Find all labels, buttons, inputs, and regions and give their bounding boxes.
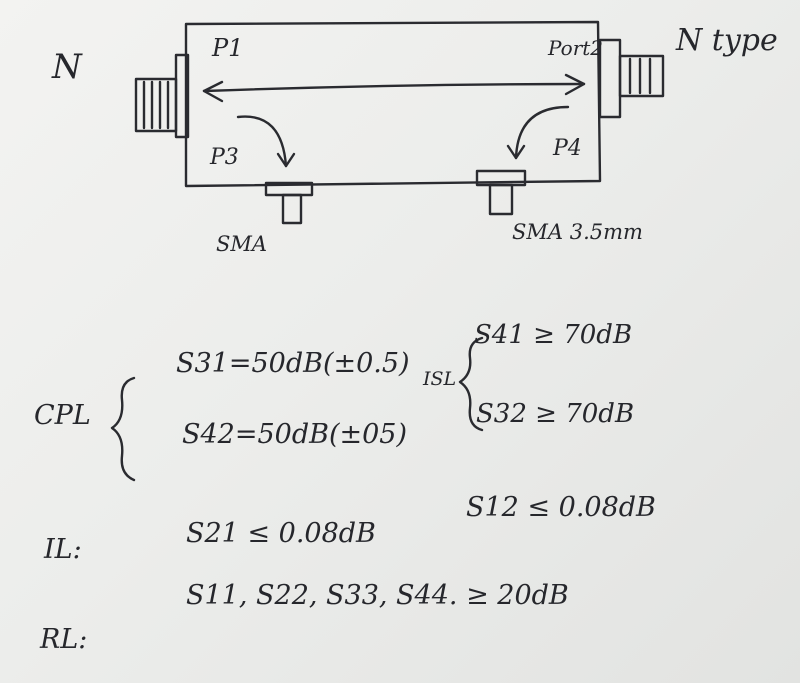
- sma-left-label: SMA: [216, 232, 268, 256]
- coupled-arrow-p4-icon: [506, 105, 570, 160]
- spec-s32: S32 ≥ 70dB: [476, 399, 635, 429]
- coupled-arrow-p3-icon: [236, 115, 296, 168]
- port3-label: P3: [210, 145, 239, 170]
- cpl-brace-icon: [110, 376, 136, 482]
- spec-s12: S12 ≤ 0.08dB: [466, 492, 656, 523]
- port2-label: Port2: [548, 36, 604, 60]
- through-path-arrow-icon: [202, 73, 586, 103]
- spec-s21: S21 ≤ 0.08dB: [186, 518, 376, 549]
- coupler-body: [184, 20, 602, 188]
- isl-brace-icon: [458, 336, 484, 432]
- spec-s42: S42=50dB(±05): [182, 419, 408, 450]
- sma-connector-left-icon: [264, 181, 314, 225]
- spec-return-loss: S11, S22, S33, S44. ≥ 20dB: [186, 580, 569, 611]
- spec-s31: S31=50dB(±0.5): [176, 348, 410, 379]
- connector-right-label: N type: [676, 23, 778, 58]
- n-connector-right-icon: [598, 38, 665, 119]
- il-label: IL:: [44, 534, 82, 565]
- sma-connector-right-icon: [475, 169, 527, 216]
- cpl-label: CPL: [34, 400, 91, 431]
- connector-left-label: N: [52, 47, 82, 87]
- port1-label: P1: [212, 34, 244, 62]
- n-connector-left-icon: [134, 53, 190, 139]
- isl-label: ISL: [423, 368, 457, 390]
- rl-label: RL:: [40, 624, 88, 655]
- sma-right-label: SMA 3.5mm: [512, 220, 643, 244]
- port4-label: P4: [553, 136, 582, 161]
- spec-s41: S41 ≥ 70dB: [474, 320, 633, 350]
